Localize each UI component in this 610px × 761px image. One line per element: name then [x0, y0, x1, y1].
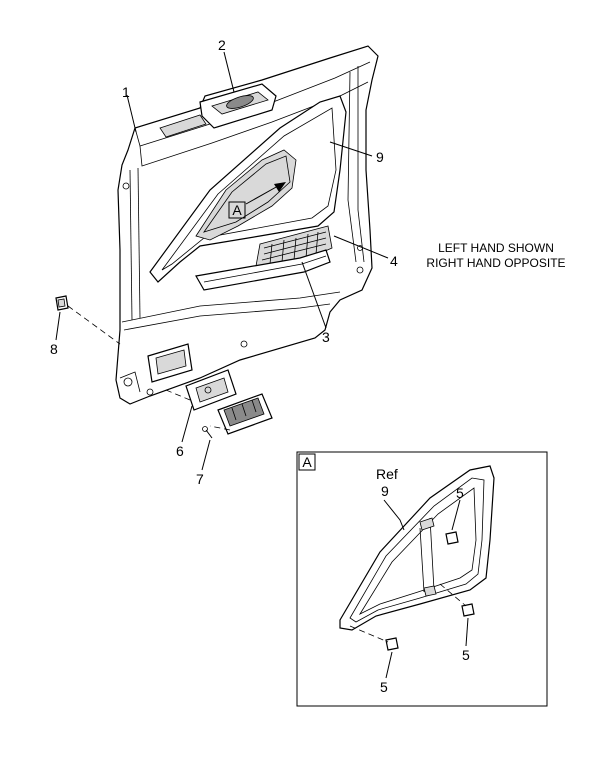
- callout-8: 8: [50, 341, 58, 357]
- detail-callout-5-bottom: 5: [380, 679, 388, 695]
- detail-frame: [296, 451, 548, 707]
- switch-assembly: [217, 393, 273, 435]
- leader-lines: [55, 51, 389, 471]
- view-a-marker: A: [228, 182, 286, 219]
- note-line-2: RIGHT HAND OPPOSITE: [426, 256, 565, 270]
- arrow-head-icon: [274, 182, 286, 192]
- note-line-1: LEFT HAND SHOWN: [438, 241, 554, 255]
- clip-8: [55, 295, 69, 311]
- callout-3: 3: [322, 329, 330, 345]
- window-bezel: [149, 95, 347, 283]
- detail-callout-5-right: 5: [462, 647, 470, 663]
- assembly-lines: [67, 305, 231, 431]
- detail-label: A: [302, 454, 312, 470]
- detail-clip-right: [461, 603, 475, 617]
- detail-clip-top: [445, 531, 459, 545]
- grab-handle: [199, 83, 277, 129]
- callout-2: 2: [218, 37, 226, 53]
- detail-ref-num: 9: [381, 483, 389, 499]
- armrest: [195, 249, 331, 291]
- callout-4: 4: [390, 253, 398, 269]
- detail-label-box: [298, 453, 316, 471]
- callout-6: 6: [176, 443, 184, 459]
- view-a-box: [228, 201, 246, 219]
- door-switch-bezel: [147, 343, 193, 383]
- callout-1: 1: [122, 84, 130, 100]
- detail-clip-bottom: [385, 637, 399, 651]
- callout-9: 9: [376, 149, 384, 165]
- detail-view-a: A Ref 9 5 5 5: [296, 451, 548, 707]
- screw-7: [202, 426, 213, 439]
- detail-ref: Ref: [376, 466, 398, 482]
- view-a-letter: A: [232, 202, 242, 218]
- detail-callout-5-top: 5: [456, 485, 464, 501]
- switch-bezel-6: [185, 369, 237, 411]
- callout-7: 7: [196, 471, 204, 487]
